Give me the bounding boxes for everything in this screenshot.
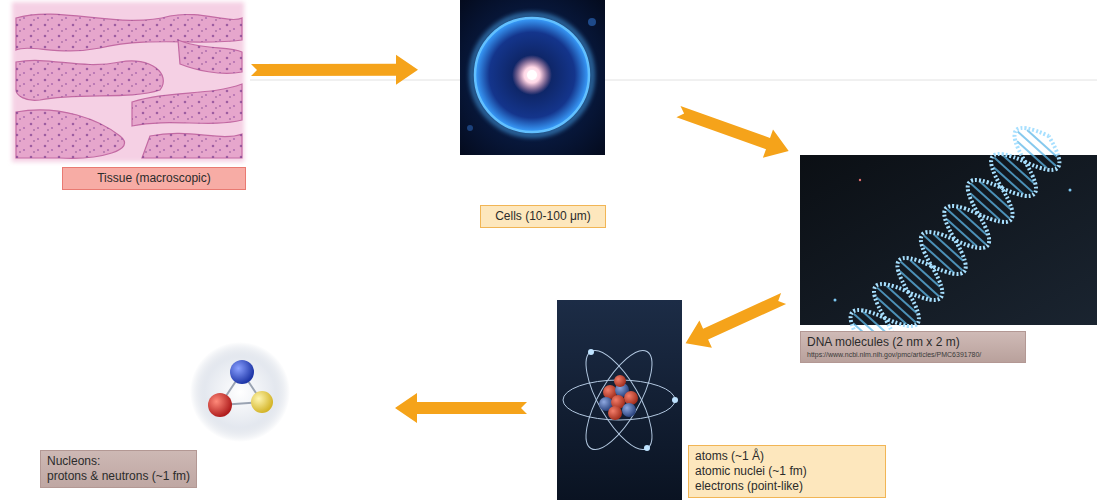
dna-strand xyxy=(841,117,1070,363)
block-arrow xyxy=(676,106,788,158)
atom-orbit xyxy=(574,342,665,459)
tissue-lobe xyxy=(16,60,163,100)
quark xyxy=(230,360,254,384)
stage-label: Tissue (macroscopic) xyxy=(69,171,239,186)
dna-spark xyxy=(859,179,861,181)
electron xyxy=(588,349,594,355)
stage-node: Cells (10-100 μm) xyxy=(460,0,605,155)
electron xyxy=(644,445,650,451)
stage-label: electrons (point-like) xyxy=(695,479,879,494)
dna-ground xyxy=(800,155,1097,325)
tissue-nuclei-patch xyxy=(178,40,242,73)
tissue-lobe xyxy=(16,110,125,158)
cell-dot xyxy=(467,125,473,131)
tissue-nuclei-patch xyxy=(132,84,242,126)
stage-label: Cells (10-100 μm) xyxy=(487,209,599,224)
tissue-picture xyxy=(12,2,244,162)
dna-rung xyxy=(994,167,1024,194)
stage-label: DNA molecules (2 nm x 2 m) xyxy=(807,335,1019,350)
cell-glow xyxy=(472,15,592,135)
cell-membrane xyxy=(475,18,589,132)
tissue-lobes xyxy=(16,14,242,158)
cell-picture xyxy=(460,0,605,155)
stage-label: atomic nuclei (~1 fm) xyxy=(695,464,879,479)
block-arrow xyxy=(395,393,527,423)
proton xyxy=(608,406,622,420)
label-box: Tissue (macroscopic) xyxy=(62,167,246,190)
label-box: Cells (10-100 μm) xyxy=(480,205,606,228)
stage-label: protons & neutrons (~1 fm) xyxy=(47,469,190,484)
tissue-lobe xyxy=(16,14,242,51)
tissue-nuclei-patch xyxy=(142,133,242,158)
tissue-nuclei-patch xyxy=(16,110,125,158)
atom-ground xyxy=(557,300,682,500)
electron xyxy=(672,397,678,403)
dna-strand xyxy=(841,117,1070,363)
dna-rung xyxy=(910,260,940,287)
dna-spark xyxy=(834,299,837,302)
quark xyxy=(208,393,232,417)
atom-orbit xyxy=(574,342,665,459)
stage-node: DNA molecules (2 nm x 2 m)https://www.nc… xyxy=(800,155,1097,325)
proton xyxy=(624,391,638,405)
dna-helix xyxy=(841,117,1070,363)
label-box: Nucleons:protons & neutrons (~1 fm) xyxy=(40,450,197,488)
dna-picture xyxy=(800,117,1097,363)
tissue-nuclei xyxy=(16,14,242,158)
quark xyxy=(251,391,273,413)
label-box: atoms (~1 Å)atomic nuclei (~1 fm)electro… xyxy=(688,445,886,498)
dna-rung xyxy=(877,288,916,323)
atom-picture xyxy=(557,300,682,500)
stage-label: Nucleons: xyxy=(47,454,190,469)
cell-dot xyxy=(588,18,596,26)
neutron xyxy=(622,403,636,417)
atom-orbits xyxy=(563,342,675,459)
block-arrow xyxy=(686,293,787,348)
tissue-lobe xyxy=(142,133,242,158)
block-arrow xyxy=(251,55,418,85)
stage-node: Tissue (macroscopic) xyxy=(10,2,246,162)
dna-spark xyxy=(1069,189,1072,192)
dna-rungs xyxy=(849,126,1062,354)
tissue-lobe xyxy=(178,40,242,73)
tissue-ground xyxy=(12,2,244,162)
tissue-nuclei-patch xyxy=(16,14,242,51)
tissue-nuclei-patch xyxy=(16,60,163,100)
proton xyxy=(614,375,626,387)
stage-node: atoms (~1 Å)atomic nuclei (~1 fm)electro… xyxy=(557,300,682,500)
cell-ground xyxy=(460,0,605,155)
nucleon-cloud xyxy=(190,342,290,442)
cell-core xyxy=(527,70,537,80)
label-box: DNA molecules (2 nm x 2 m)https://www.nc… xyxy=(800,331,1026,363)
slide-rule xyxy=(250,80,1097,81)
stage-node: Nucleons:protons & neutrons (~1 fm) xyxy=(185,340,295,445)
nucleon-picture xyxy=(190,342,290,442)
dna-rung xyxy=(1018,132,1057,167)
cell-nucleus xyxy=(512,55,552,95)
stage-label: atoms (~1 Å) xyxy=(695,449,879,464)
source-url: https://www.ncbi.nlm.nih.gov/pmc/article… xyxy=(807,350,1019,359)
atom-nucleus xyxy=(599,375,638,420)
